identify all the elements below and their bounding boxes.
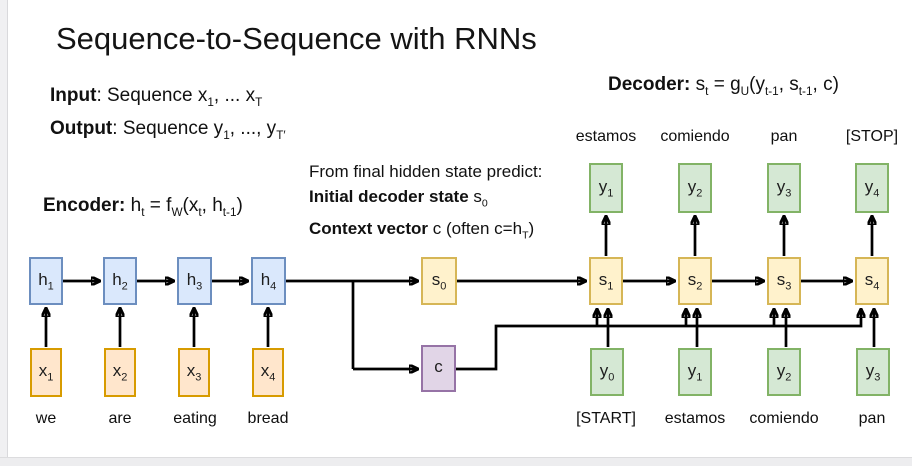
- input-word-are: are: [108, 410, 132, 427]
- encoder-hidden-box-h4: h4: [251, 257, 286, 305]
- decoder-input-box-y1: y1: [678, 348, 712, 396]
- decoder-output-box-y1: y1: [589, 163, 623, 213]
- decoder-input-word-pan: pan: [858, 410, 886, 427]
- predict-note-line2: Initial decoder state s0: [309, 187, 488, 210]
- output-word-estamos: estamos: [575, 128, 637, 145]
- output-spec-line: Output: Sequence y1, ..., yT′: [50, 117, 286, 142]
- input-word-eating: eating: [173, 410, 217, 427]
- input-spec-line: Input: Sequence x1, ... xT: [50, 85, 263, 109]
- context-vector-box-c: c: [421, 345, 456, 392]
- decoder-state-box-s3: s3: [767, 257, 801, 305]
- predict-note-line3: Context vector c (often c=hT): [309, 219, 535, 242]
- predict-note-line1: From final hidden state predict:: [309, 162, 543, 181]
- encoder-input-box-x3: x3: [178, 348, 210, 397]
- decoder-initial-state-box-s0: s0: [421, 257, 457, 305]
- decoder-input-word-estamos: estamos: [664, 410, 726, 427]
- encoder-input-box-x4: x4: [252, 348, 284, 397]
- decoder-input-box-y2: y2: [767, 348, 801, 396]
- output-word-comiendo: comiendo: [660, 128, 730, 145]
- decoder-state-box-s2: s2: [678, 257, 712, 305]
- decoder-state-box-s4: s4: [855, 257, 889, 305]
- output-word-stop: [STOP]: [845, 128, 899, 145]
- decoder-output-box-y2: y2: [678, 163, 712, 213]
- encoder-input-box-x1: x1: [30, 348, 62, 397]
- output-word-pan: pan: [770, 128, 798, 145]
- encoder-hidden-box-h1: h1: [29, 257, 63, 305]
- decoder-input-word-comiendo: comiendo: [749, 410, 819, 427]
- decoder-input-word-start: [START]: [576, 410, 636, 427]
- predict-note: From final hidden state predict: Initial…: [309, 159, 542, 249]
- input-word-bread: bread: [247, 410, 289, 427]
- encoder-formula: Encoder: ht = fW(xt, ht-1): [43, 195, 243, 219]
- slide-left-margin: [0, 0, 8, 466]
- decoder-output-box-y4: y4: [855, 163, 889, 213]
- input-output-spec: Input: Sequence x1, ... xT Output: Seque…: [50, 83, 286, 149]
- slide-bottom-margin: [0, 457, 912, 466]
- decoder-input-box-y0: y0: [590, 348, 624, 396]
- encoder-hidden-box-h2: h2: [103, 257, 137, 305]
- encoder-input-box-x2: x2: [104, 348, 136, 397]
- page-title: Sequence-to-Sequence with RNNs: [56, 21, 537, 56]
- encoder-hidden-box-h3: h3: [177, 257, 212, 305]
- input-word-we: we: [35, 410, 57, 427]
- decoder-output-box-y3: y3: [767, 163, 801, 213]
- decoder-formula: Decoder: st = gU(yt-1, st-1, c): [608, 74, 839, 98]
- decoder-state-box-s1: s1: [589, 257, 623, 305]
- decoder-input-box-y3: y3: [856, 348, 890, 396]
